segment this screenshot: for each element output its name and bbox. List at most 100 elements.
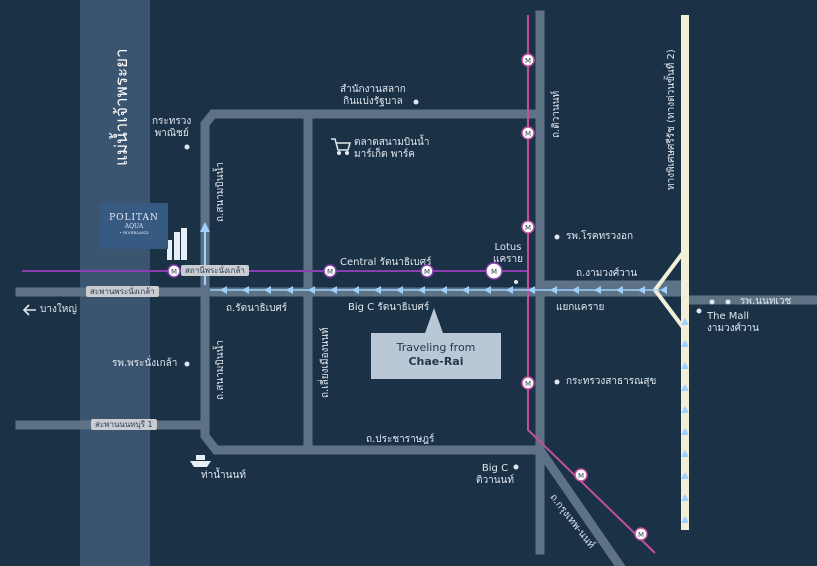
metro-m-glyph: M (525, 130, 531, 138)
location-dot (513, 464, 519, 470)
route-arrow-icon (681, 362, 689, 369)
route-arrow-icon (616, 286, 623, 294)
place-label: รพ.พระนั่งเกล้า (112, 358, 178, 369)
road-label: ถ.งามวงศ์วาน (576, 268, 638, 279)
metro-m-glyph: M (638, 531, 644, 539)
ferry-icon (190, 455, 211, 467)
route-arrow-icon (396, 286, 403, 294)
route-arrow-icon (681, 384, 689, 391)
metro-station-icon (167, 264, 181, 278)
location-dot (514, 280, 518, 284)
place-label: Lotus แคราย (493, 242, 523, 265)
location-dot (413, 99, 419, 105)
place-label: Central รัตนาธิเบศร์ (340, 257, 432, 268)
route-arrow-icon (681, 516, 689, 523)
route-arrow-icon (242, 286, 249, 294)
metro-m-glyph: M (578, 472, 584, 480)
place-label: สำนักงานสลาก กินแบ่งรัฐบาล (340, 84, 406, 107)
road-pracharat (200, 295, 545, 455)
route-arrow-icon (572, 286, 579, 294)
place-label: ตลาดสนามบินน้ำ มาร์เก็ต พาร์ค (354, 137, 430, 160)
place-label: ท่าน้ำนนท์ (201, 470, 246, 481)
place-label: บางใหญ่ (40, 304, 77, 315)
road-label: ถ.สนามบินน้ำ (215, 339, 226, 400)
road-sanambinnam-north (200, 109, 543, 305)
metro-station-icon (634, 527, 648, 541)
location-dot (709, 299, 715, 305)
metro-station-icon (521, 53, 535, 67)
location-dot (725, 299, 731, 305)
route-arrow-icon (550, 286, 557, 294)
route-arrow-icon (462, 286, 469, 294)
road-label: ถ.สนามบินน้ำ (215, 161, 226, 222)
metro-station-icon (323, 264, 337, 278)
place-label: กระทรวงสาธารณสุข (566, 376, 657, 387)
place-label: Big C ติวานนท์ (476, 463, 514, 486)
place-label: รพ.โรคทรวงอก (566, 231, 634, 242)
route-arrow-icon (681, 428, 689, 435)
route-callout: Traveling from Chae-Rai (371, 333, 501, 379)
bridge-label-nonthaburi-1: สะพานนนทบุรี 1 (91, 419, 157, 430)
route-arrow-icon (330, 286, 337, 294)
location-dot (184, 144, 190, 150)
arrow-left-icon (22, 304, 36, 316)
place-label: รพ.นนทเวช (740, 296, 792, 307)
route-arrow-icon (681, 318, 689, 325)
metro-station-icon (420, 264, 434, 278)
route-arrow-icon (681, 450, 689, 457)
politan-aqua-logo: POLITAN AQUA • RIVERLAND (100, 203, 168, 249)
route-arrow-icon (220, 286, 227, 294)
metro-station-icon (521, 126, 535, 140)
metro-m-glyph: M (491, 268, 497, 276)
metro-station-icon (574, 468, 588, 482)
pink-line (527, 15, 656, 554)
route-arrow-icon (352, 286, 359, 294)
route-arrow-icon (528, 286, 535, 294)
route-arrow-icon (660, 286, 667, 294)
route-arrow-icon (681, 406, 689, 413)
road-label: ทางพิเศษศรีรัช (ทางด่วนขั้นที่ 2) (666, 49, 677, 190)
route-arrow-icon (440, 286, 447, 294)
callout-pointer (425, 308, 443, 333)
route-arrow-icon (374, 286, 381, 294)
place-label: แยกแคราย (556, 302, 605, 313)
road-label: ถ.ประชาราษฎร์ (366, 434, 435, 445)
metro-m-glyph: M (525, 57, 531, 65)
route-arrow-icon (681, 472, 689, 479)
metro-m-glyph: M (525, 224, 531, 232)
metro-station-icon (521, 376, 535, 390)
place-label: กระทรวง พาณิชย์ (152, 116, 192, 139)
road-label: ถ.ติวานนท์ (551, 90, 562, 138)
chao-phraya-river (80, 0, 150, 566)
route-arrow-icon (681, 340, 689, 347)
metro-station-icon (485, 262, 503, 280)
building-icon (167, 228, 187, 260)
route-arrow-icon (264, 286, 271, 294)
route-arrow-icon (286, 286, 293, 294)
route-arrow-icon (638, 286, 645, 294)
metro-m-glyph: M (327, 268, 333, 276)
river-label: แม่น้ำเจ้าพระยา (112, 48, 132, 166)
route-arrow-icon (308, 286, 315, 294)
route-arrows (210, 286, 689, 523)
route-arrow-icon (594, 286, 601, 294)
place-label: Big C รัตนาธิเบศร์ (348, 302, 430, 313)
route-arrow-icon (484, 286, 491, 294)
metro-station-icon (521, 220, 535, 234)
route-arrow-icon (506, 286, 513, 294)
road-label: ถ.รัตนาธิเบศร์ (226, 303, 288, 314)
location-dot (554, 379, 560, 385)
route-arrow-north-head (200, 222, 210, 232)
location-dot (696, 308, 702, 314)
road-label: ถ.เลี่ยงเมืองนนท์ (320, 327, 331, 398)
place-label: The Mall งามวงศ์วาน (707, 311, 760, 334)
route-arrow-icon (681, 494, 689, 501)
location-dot (184, 361, 190, 367)
metro-m-glyph: M (525, 380, 531, 388)
road-krungthep-nonthaburi (533, 443, 626, 566)
metro-m-glyph: M (424, 268, 430, 276)
bridge-label-phra-nang-klao: สะพานพระนั่งเกล้า (86, 286, 159, 297)
station-badge: สถานีพระนั่งเกล้า (181, 265, 249, 276)
